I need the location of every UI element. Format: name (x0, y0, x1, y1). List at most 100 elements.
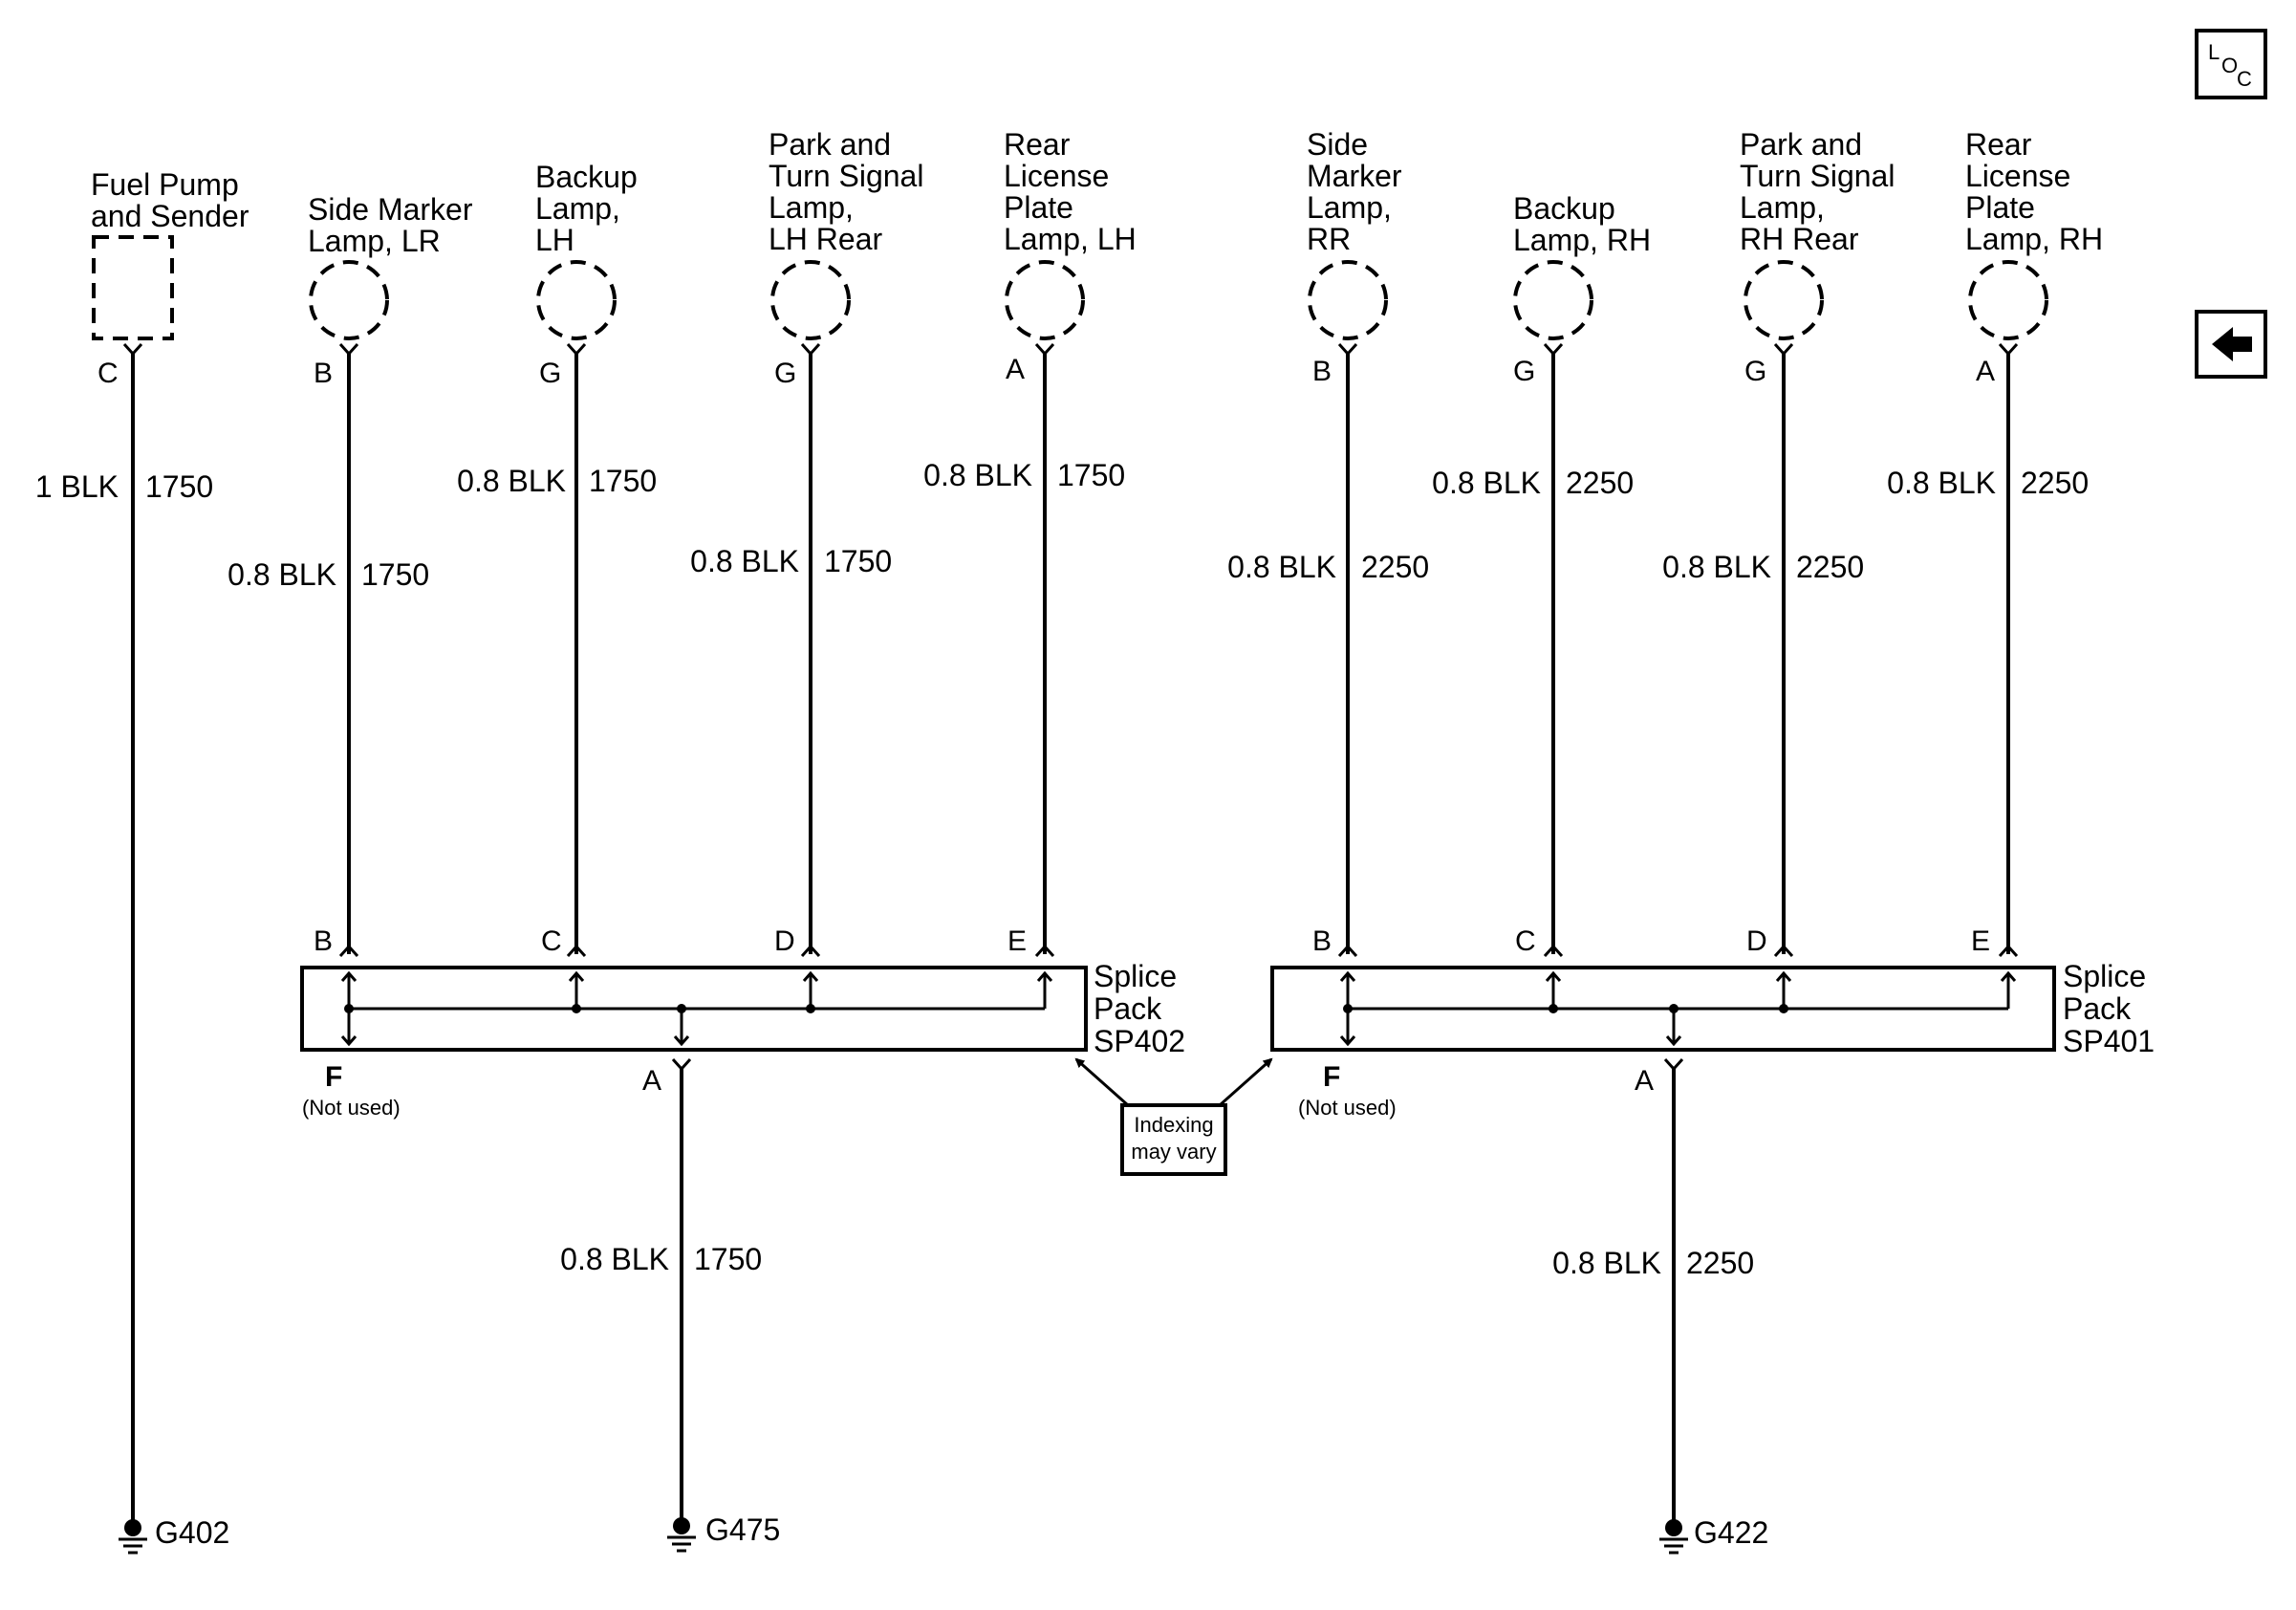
component-label-line: Lamp, LR (308, 224, 441, 258)
splice-pack-label-line: SP402 (1094, 1024, 1185, 1058)
wire-size: 0.8 BLK (560, 1242, 669, 1276)
note-line: Indexing (1134, 1113, 1213, 1137)
splice-pack-box (1270, 966, 2056, 1052)
component-label-line: Lamp, RH (1513, 223, 1651, 257)
ground-label: G475 (705, 1512, 780, 1547)
splice-pack-label-line: SP401 (2063, 1024, 2155, 1058)
connector-terminal (1543, 944, 1564, 958)
ground-symbol-icon (1659, 1519, 1688, 1555)
lamp-park-turn-rh: Park and Turn Signal Lamp, RH Rear G 0.8… (1662, 127, 1895, 954)
lamp-backup-lh: Backup Lamp, LH G 0.8 BLK 1750 (457, 160, 657, 954)
pin-label: B (314, 925, 333, 957)
pin-label: G (539, 358, 561, 389)
connector-terminal (1998, 342, 2019, 357)
component-label-line: Lamp, (1740, 190, 1825, 225)
lamp-dashed-circle (536, 260, 617, 340)
note-arrow-left (1074, 1057, 1129, 1107)
pin-label: A (1976, 356, 1995, 387)
connector-terminal (671, 1057, 692, 1072)
note-box (1120, 1103, 1227, 1176)
pin-label: F (1323, 1061, 1340, 1093)
not-used-note: (Not used) (1298, 1096, 1397, 1120)
loc-o: O (2221, 54, 2238, 77)
component-label-line: Lamp, (1307, 190, 1392, 225)
component-label-line: Side Marker (308, 192, 473, 227)
splice-pack-box (300, 966, 1088, 1052)
lamp-dashed-circle (1744, 260, 1824, 340)
wire-size: 0.8 BLK (1552, 1246, 1661, 1280)
lamp-backup-rh: Backup Lamp, RH G 0.8 BLK 2250 (1432, 191, 1651, 954)
pin-label: B (1312, 925, 1332, 957)
wire-circuit: 2250 (1686, 1246, 1754, 1280)
component-label-line: and Sender (91, 199, 249, 233)
loc-button[interactable]: L O C (2195, 29, 2267, 99)
lamp-dashed-circle (309, 260, 389, 340)
pin-label: C (541, 925, 562, 957)
splice-node (344, 1004, 354, 1013)
connector-terminal (1337, 944, 1358, 958)
component-label-line: Rear (1965, 127, 2032, 162)
connector-terminal (338, 342, 359, 357)
ground-label: G422 (1694, 1515, 1768, 1550)
wire-size: 0.8 BLK (1662, 550, 1771, 584)
pin-label: G (774, 358, 796, 389)
component-label-line: RH Rear (1740, 222, 1859, 256)
pin-label: C (1515, 925, 1536, 957)
pin-label: E (1007, 925, 1027, 957)
pin-label: E (1971, 925, 1990, 957)
wire-circuit: 1750 (145, 469, 213, 504)
pin-label: B (1312, 356, 1332, 387)
component-label-line: Park and (769, 127, 891, 162)
wire-size: 0.8 BLK (457, 464, 566, 498)
wire-circuit: 2250 (1566, 466, 1634, 500)
splice-pack-label-line: Splice (1094, 959, 1177, 993)
not-used-note: (Not used) (302, 1096, 401, 1120)
wire-circuit: 1750 (824, 544, 892, 578)
wire-circuit: 1750 (361, 557, 429, 592)
loc-c: C (2237, 67, 2252, 91)
component-label-line: Turn Signal (769, 159, 923, 193)
component-label-line: Park and (1740, 127, 1862, 162)
ground-label: G402 (155, 1515, 229, 1550)
back-button[interactable] (2195, 310, 2267, 379)
connector-terminal (800, 944, 821, 958)
connector-terminal (1998, 944, 2019, 958)
component-label-line: LH Rear (769, 222, 883, 256)
component-label-line: Marker (1307, 159, 1402, 193)
lamp-side-marker-lr: Side Marker Lamp, LR B 0.8 BLK 1750 (227, 192, 473, 954)
wire-size: 0.8 BLK (923, 458, 1032, 492)
wire-circuit: 1750 (694, 1242, 762, 1276)
connector-terminal (1337, 342, 1358, 357)
connector-terminal (1034, 944, 1055, 958)
note-arrow-right (1219, 1057, 1273, 1107)
connector-terminal (338, 944, 359, 958)
connector-terminal (1543, 342, 1564, 357)
component-label-line: Backup (535, 160, 638, 194)
pin-label: A (1635, 1065, 1654, 1097)
connector-terminal (566, 944, 587, 958)
component-label-line: Plate (1004, 190, 1073, 225)
wire-size: 0.8 BLK (227, 557, 336, 592)
splice-node (806, 1004, 815, 1013)
component-box-dashed (92, 235, 174, 340)
splice-node (572, 1004, 581, 1013)
splice-node (1669, 1004, 1679, 1013)
pin-label: A (1006, 354, 1025, 385)
wire-circuit: 2250 (1361, 550, 1429, 584)
component-label-line: Lamp, RH (1965, 222, 2103, 256)
wire-circuit: 2250 (2021, 466, 2089, 500)
component-label-line: LH (535, 223, 574, 257)
splice-pack-sp402: B C D E Splice Pack SP402 F (Not used) A… (300, 925, 1185, 1553)
component-label-line: Lamp, (535, 191, 620, 226)
pin-label: B (314, 358, 333, 389)
splice-pack-label-line: Pack (1094, 991, 1162, 1026)
component-label-line: Backup (1513, 191, 1615, 226)
wire-circuit: 2250 (1796, 550, 1864, 584)
wire-circuit: 1750 (1057, 458, 1125, 492)
pin-label: F (325, 1061, 342, 1093)
lamp-dashed-circle (1513, 260, 1593, 340)
component-label-line: Side (1307, 127, 1368, 162)
connector-terminal (122, 342, 143, 357)
component-label-line: Plate (1965, 190, 2035, 225)
